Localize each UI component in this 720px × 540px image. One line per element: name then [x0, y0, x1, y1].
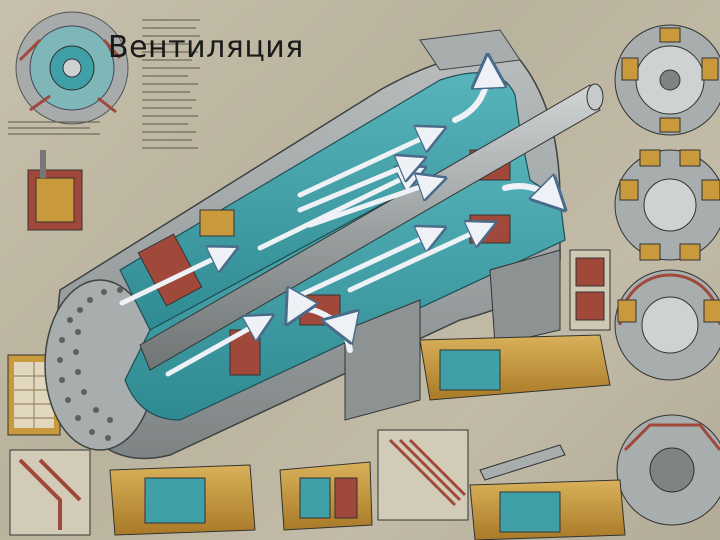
- rotor-shaft: [139, 83, 604, 371]
- mounting-feet: [344, 249, 561, 421]
- bottom-bar: [479, 444, 566, 481]
- white-arrow-icon: [297, 130, 440, 198]
- white-arrow-icon: [165, 318, 268, 377]
- top-left-cross-section-diagram: [15, 11, 129, 125]
- white-arrow-icon: [307, 180, 440, 228]
- bottom-brass-pole-left: [469, 479, 626, 540]
- right-cross-section-bottom: [616, 414, 720, 526]
- right-cross-section-lower: [614, 269, 720, 381]
- slide-title: Вентиляция: [108, 30, 304, 65]
- terminal-box: [569, 249, 611, 331]
- curved-arrow-icon: [502, 186, 560, 205]
- bottom-brass-pole-center: [109, 464, 256, 536]
- left-coil-detail: [27, 150, 83, 231]
- white-arrow-icon: [297, 160, 420, 213]
- right-cross-section-top: [614, 24, 720, 136]
- white-arrow-icon: [119, 250, 232, 306]
- curved-airflow-arrows: [290, 62, 560, 353]
- left-annotation-lines: [8, 19, 200, 149]
- bottom-pole-piece: [279, 461, 373, 531]
- curved-arrow-icon: [452, 62, 488, 123]
- left-grid-panel: [7, 354, 61, 436]
- curved-arrow-icon: [330, 322, 350, 353]
- bottom-brass-pole-right: [419, 334, 611, 401]
- bottom-left-bracket: [9, 449, 91, 536]
- white-arrow-icon: [257, 170, 420, 251]
- white-arrow-icon: [347, 225, 490, 293]
- bottom-winding-detail: [377, 429, 469, 521]
- right-cross-section-middle: [614, 149, 720, 261]
